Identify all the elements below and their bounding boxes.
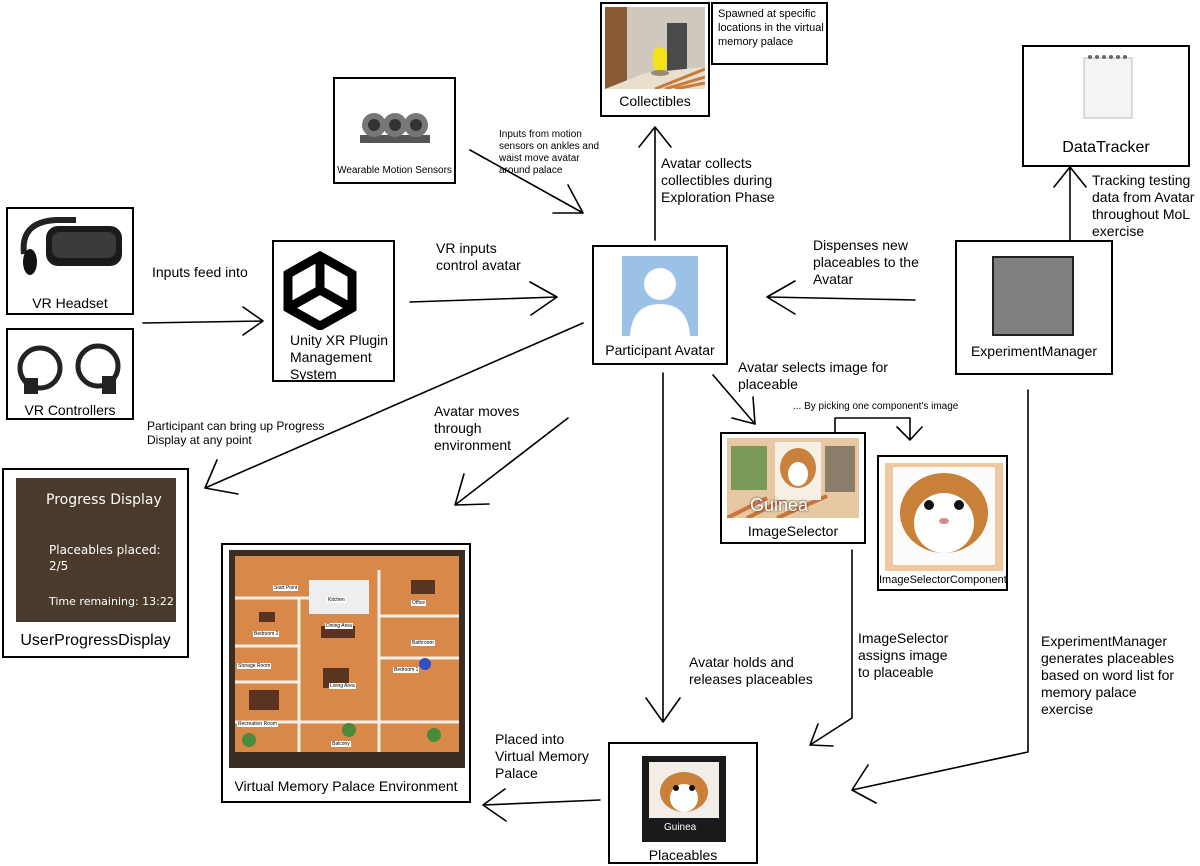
vr-headset-title: VR Headset [32,295,108,311]
edge-generates: ExperimentManager generates placeables b… [1041,633,1175,717]
arrow-vr-inputs [409,281,558,316]
placeables-title: Placeables [648,847,718,863]
vr-headset-icon [20,217,122,275]
arrow-selects [712,374,756,425]
vr-headset-box: VR Headset [6,207,134,315]
vr-controllers-icon [17,343,121,394]
imageselectorcomponent-box: ImageSelectorComponent [877,455,1008,591]
arrow-moves [454,417,569,506]
edge-holds: Avatar holds and releases placeables [689,654,813,687]
arrow-placed-into [482,788,601,822]
room-start-point: Start Point [273,585,299,591]
arrow-progress [204,322,584,495]
edge-inputs-feed: Inputs feed into [152,264,248,280]
collectibles-scene [605,7,705,89]
arrow-picking [834,417,923,441]
room-living-area: Living Area [329,683,356,689]
collectibles-title: Collectibles [619,93,691,109]
progress-screen: Progress Display Placeables placed: 2/5 … [16,478,176,622]
room-bedroom-1: Bedroom 1 [393,667,420,673]
vr-controllers-title: VR Controllers [24,402,116,418]
room-storage: Storage Room [237,663,272,669]
user-progress-box: Progress Display Placeables placed: 2/5 … [2,468,189,658]
vr-controllers-box: VR Controllers [6,328,134,420]
room-recreation: Recreation Room [237,721,278,727]
imageselector-box: Guinea ImageSelector [720,432,866,544]
room-office: Office [411,600,426,606]
edge-vr-inputs: VR inputs control avatar [436,240,521,273]
user-progress-title: UserProgressDisplay [20,632,171,649]
room-dining-area: Dining Area [325,623,353,629]
placeable-card: Guinea [642,756,726,842]
unity-box: Unity XR Plugin Management System [272,240,395,382]
placeable-card-label: Guinea [664,822,697,833]
datatracker-title: DataTracker [1062,139,1150,156]
collectibles-desc: Spawned at specific locations in the vir… [718,8,824,48]
memory-palace-title: Virtual Memory Palace Environment [234,778,458,794]
wearable-sensors-title: Wearable Motion Sensors [337,165,452,176]
edge-progress-any: Participant can bring up Progress Displa… [147,419,325,447]
floor-plan-map [229,550,465,768]
arrow-dispenses [766,280,916,315]
edge-placed-into: Placed into Virtual Memory Palace [495,731,589,781]
arrow-inputs-feed [142,306,264,336]
wearable-sensors-box: Wearable Motion Sensors [333,77,456,184]
progress-screen-title: Progress Display [46,492,162,508]
arrow-motion-sensors [469,149,584,214]
experiment-manager-box: ExperimentManager [955,240,1113,375]
imageselectorcomponent-title: ImageSelectorComponent [879,574,1007,586]
imageselector-title: ImageSelector [747,523,839,539]
motion-sensors-icon [360,113,430,143]
edge-picking: ... By picking one component's image [793,401,959,412]
participant-avatar-box: Participant Avatar [592,245,728,365]
placeable-guinea-image [649,762,719,818]
arrow-assigns [809,549,853,747]
room-kitchen: Kitchen [327,597,346,603]
edge-tracking: Tracking testing data from Avatar throug… [1092,172,1195,239]
unity-logo-icon [283,250,357,330]
progress-time: Time remaining: 13:22 [49,595,174,608]
participant-avatar-title: Participant Avatar [605,342,715,358]
user-avatar-icon [622,256,698,336]
progress-placed-value: 2/5 [49,559,69,573]
memory-palace-box: Start Point Kitchen Office Bedroom 2 Din… [221,543,471,803]
guinea-pig-image [885,463,1003,571]
datatracker-box: DataTracker [1022,45,1190,167]
edge-moves: Avatar moves through environment [434,403,520,453]
arrow-generates [851,389,1029,804]
collectible-illustration [605,7,705,89]
experiment-manager-title: ExperimentManager [970,343,1098,359]
progress-placed-label: Placeables placed: [49,543,161,557]
edge-selects: Avatar selects image for placeable [738,359,888,392]
edge-collects: Avatar collects collectibles during Expl… [661,155,775,205]
room-bedroom-2: Bedroom 2 [253,631,280,637]
imageselector-preview [727,438,859,518]
placeables-box: Guinea Placeables [608,742,758,864]
edge-motion-inputs: Inputs from motion sensors on ankles and… [499,129,600,176]
arrow-tracking [1053,166,1087,241]
edge-dispenses: Dispenses new placeables to the Avatar [813,237,919,287]
arrow-holds [645,372,681,723]
collectibles-desc-box: Spawned at specific locations in the vir… [711,2,828,65]
room-balcony: Balcony [331,741,351,747]
notepad-icon [1083,55,1133,119]
room-bathroom: Bathroom [411,640,435,646]
arrow-collects [638,126,672,241]
imageselector-overlay: Guinea [750,495,809,515]
experiment-manager-fill [992,256,1074,336]
unity-title: Unity XR Plugin Management System [290,332,389,382]
edge-assigns: ImageSelector assigns image to placeable [858,630,949,680]
collectibles-box: Collectibles [600,2,710,117]
